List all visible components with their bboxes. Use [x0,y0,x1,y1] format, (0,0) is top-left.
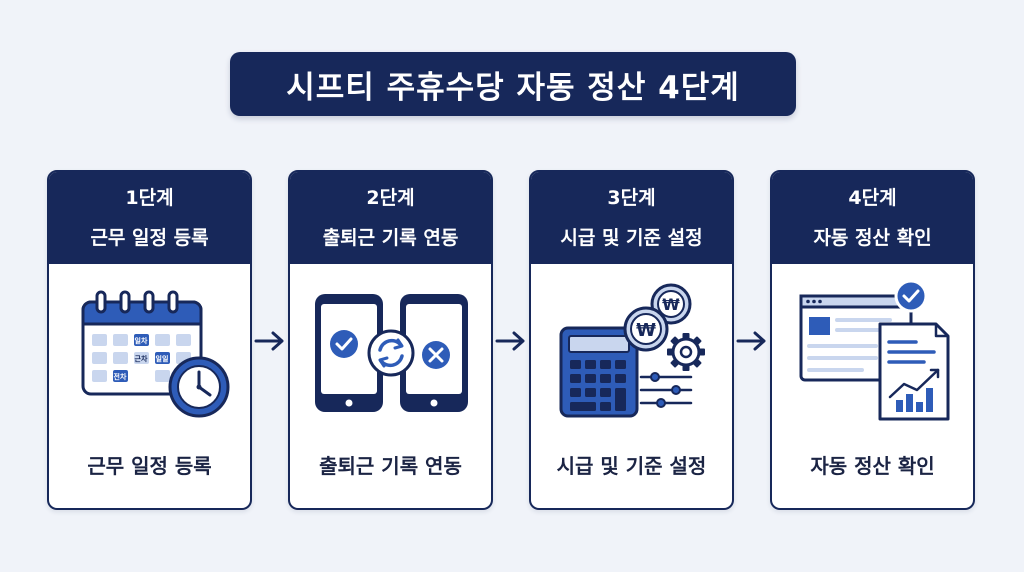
calendar-tag: 근차 [135,354,148,363]
calendar-tag: 일일 [156,354,169,363]
step-header-3: 3단계 시급 및 기준 설정 [531,172,732,264]
won-symbol: ₩ [636,320,656,341]
step-header-4: 4단계 자동 정산 확인 [772,172,973,264]
step-label: 1단계 [125,187,174,209]
calendar-clock-icon: 일차 일일 전차 근차 [49,264,250,424]
step-caption: 출퇴근 기록 연동 [319,454,462,478]
step-card-3: 3단계 시급 및 기준 설정 ₩ ₩ [529,170,734,510]
step-label: 3단계 [607,187,656,209]
step-name: 자동 정산 확인 [813,227,932,249]
step-card-4: 4단계 자동 정산 확인 [770,170,975,510]
won-symbol: ₩ [662,295,680,314]
arrow-right-icon [254,331,284,351]
step-label: 4단계 [848,187,897,209]
step-header-2: 2단계 출퇴근 기록 연동 [290,172,491,264]
page-title: 시프티 주휴수당 자동 정산 4단계 [230,52,796,116]
step-name: 근무 일정 등록 [90,227,209,249]
step-label: 2단계 [366,187,415,209]
calendar-tag: 전차 [114,372,127,381]
report-check-icon [772,264,973,424]
step-name: 출퇴근 기록 연동 [322,227,459,249]
step-caption: 시급 및 기준 설정 [556,454,707,478]
step-header-1: 1단계 근무 일정 등록 [49,172,250,264]
step-card-2: 2단계 출퇴근 기록 연동 출퇴근 기록 연동 [288,170,493,510]
step-caption: 근무 일정 등록 [87,454,212,478]
step-name: 시급 및 기준 설정 [560,227,703,249]
calculator-coins-icon: ₩ ₩ [531,264,732,424]
step-card-1: 1단계 근무 일정 등록 [47,170,252,510]
calendar-tag: 일차 [135,336,148,345]
arrow-right-icon [736,331,766,351]
step-caption: 자동 정산 확인 [810,454,935,478]
phones-sync-icon [290,264,491,424]
arrow-right-icon [495,331,525,351]
